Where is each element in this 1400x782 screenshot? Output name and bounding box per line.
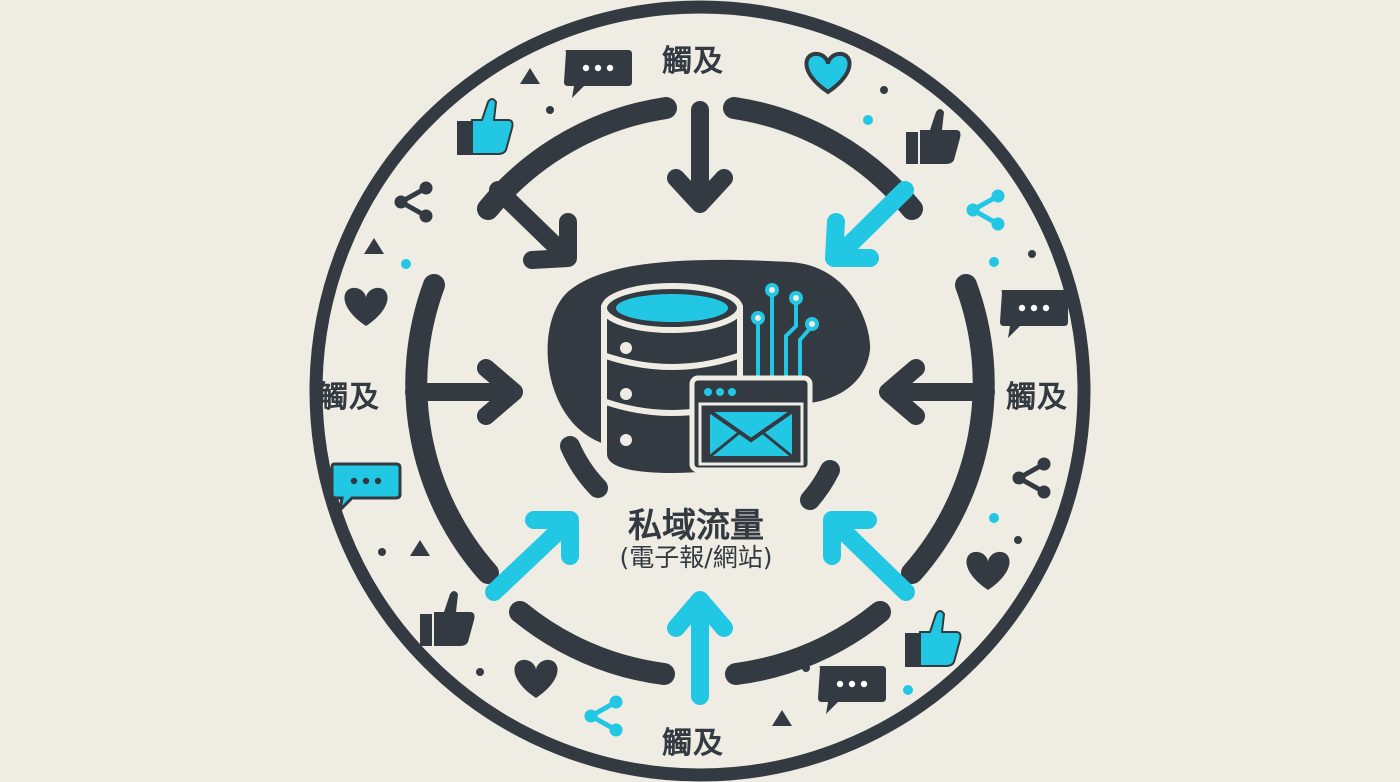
circuit-icon: [751, 283, 819, 380]
database-icon: [601, 283, 743, 480]
arrow-bottom: [667, 591, 733, 705]
like-icon: [905, 610, 962, 667]
inner-ring-arc-top-right: [723, 97, 923, 220]
inner-ring-arc-left: [405, 274, 499, 584]
chat-bubble-icon: [564, 50, 632, 98]
outer-ring: [309, 0, 1091, 782]
arrow-bottom-right: [823, 511, 915, 601]
inner-ring-arc-bottom-left: [509, 601, 675, 685]
arrow-bottom-left: [485, 511, 579, 601]
share-icon: [395, 182, 432, 222]
share-icon: [1013, 458, 1050, 498]
decor-icons: [330, 50, 1068, 736]
like-icon: [457, 98, 514, 155]
arrow-right: [879, 359, 995, 425]
like-icon: [420, 591, 475, 646]
center-title: 私域流量: [628, 506, 764, 546]
reach-label-right: 觸及: [1006, 380, 1068, 415]
email-icon: [689, 375, 813, 473]
arrow-top-left: [489, 181, 577, 269]
heart-icon: [514, 659, 558, 698]
center-subtitle: (電子報/網站): [619, 543, 773, 572]
dot-decor: [378, 86, 1036, 695]
chat-bubble-icon: [330, 462, 402, 515]
center-arc-right: [800, 460, 840, 510]
heart-icon: [344, 287, 388, 326]
heart-icon: [966, 551, 1010, 590]
reach-label-left: 觸及: [318, 380, 380, 415]
chat-bubble-icon: [818, 666, 886, 714]
center-arc-left: [560, 436, 608, 498]
arrow-left: [405, 359, 523, 425]
triangle-decor: [364, 68, 792, 726]
reach-label-top: 觸及: [662, 44, 724, 79]
arrow-top-right: [825, 181, 914, 267]
inner-ring-arc-right: [901, 274, 995, 584]
chat-bubble-icon: [1000, 290, 1068, 338]
arrow-top: [667, 101, 733, 213]
share-icon: [585, 696, 622, 736]
reach-label-bottom: 觸及: [662, 726, 724, 761]
heart-icon: [804, 51, 852, 94]
inner-ring-arc-bottom-right: [725, 601, 891, 685]
like-icon: [906, 109, 961, 164]
share-icon: [967, 190, 1004, 230]
